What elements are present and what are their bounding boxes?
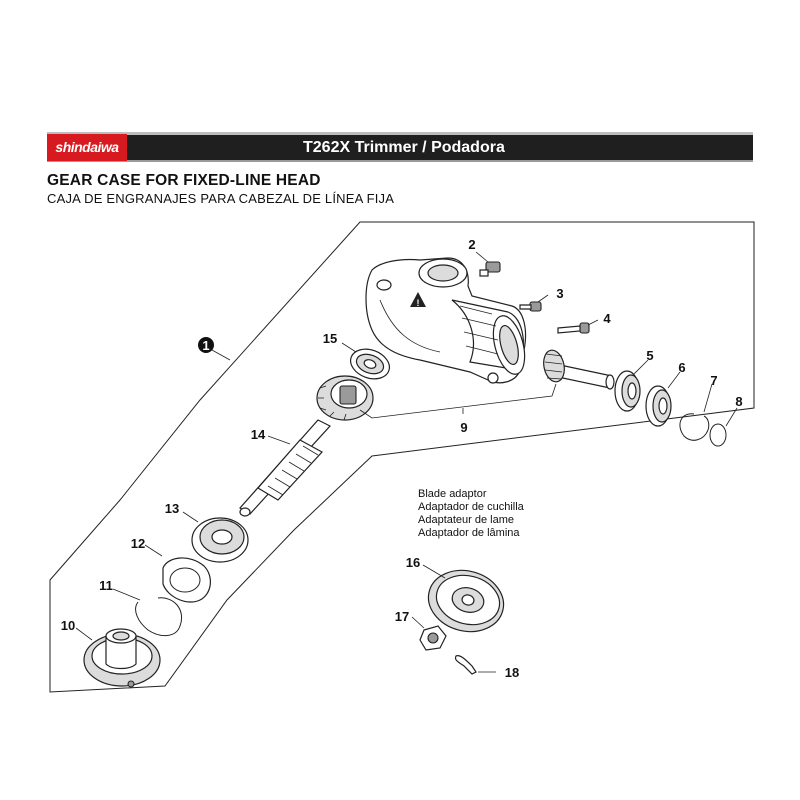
callout-15: 15 [323,331,337,346]
part-4-bolt [557,322,590,334]
part-8-washer [709,423,727,447]
callout-13: 13 [165,501,179,516]
section-subtitle: CAJA DE ENGRANAJES PARA CABEZAL DE LÍNEA… [47,191,395,206]
callout-17: 17 [395,609,409,624]
callout-12: 12 [131,536,145,551]
part-18-cotter-pin [454,655,477,675]
part-15-bearing [350,348,390,380]
blade-adaptor-note: Blade adaptor Adaptador de cuchilla Adap… [418,488,525,539]
assembly-callout-badge [198,337,214,353]
callout-8: 8 [735,394,742,409]
callout-18: 18 [505,665,519,680]
part-13-bearing [191,517,249,563]
header-bar [47,132,753,162]
callout-14: 14 [251,427,266,442]
model-title: T262X Trimmer / Podadora [303,139,505,156]
assembly-outline [49,221,755,693]
callout-7: 7 [710,373,717,388]
callout-4: 4 [603,311,611,326]
part-12-lock-plate [162,557,211,603]
note-line-pt: Adaptador de lâmina [418,527,520,539]
svg-text:!: ! [417,298,420,308]
callout-9: 9 [460,420,467,435]
note-line-es: Adaptador de cuchilla [418,501,525,513]
leader-lines [75,251,738,673]
part-2-screw [479,261,501,277]
part-9-bevel-gear [316,375,374,421]
part-5-pinion-gear [543,349,615,390]
section-title: GEAR CASE FOR FIXED-LINE HEAD [47,172,321,189]
callout-5: 5 [646,348,653,363]
part-7-snap-ring [679,413,710,441]
callout-16: 16 [406,555,420,570]
callout-11: 11 [99,578,113,593]
part-5-bearing [614,370,641,412]
callout-6: 6 [678,360,685,375]
part-10-collar [83,628,161,688]
note-line-en: Blade adaptor [418,488,487,500]
brand-logo: shindaiwa [47,134,127,161]
part-16-blade-adaptor-plate [427,569,505,633]
callout-2: 2 [468,237,475,252]
part-3-screw [519,301,542,312]
warning-triangle-icon: ! [410,292,426,308]
callout-1: 1 [202,338,209,353]
note-line-fr: Adaptateur de lame [418,514,514,526]
part-6-bearing [645,385,672,427]
part-17-nut [419,625,447,651]
part-14-spindle-shaft [239,419,331,517]
gear-case-housing [365,257,527,384]
callout-10: 10 [61,618,75,633]
callout-3: 3 [556,286,563,301]
part-11-snap-ring [135,597,182,636]
